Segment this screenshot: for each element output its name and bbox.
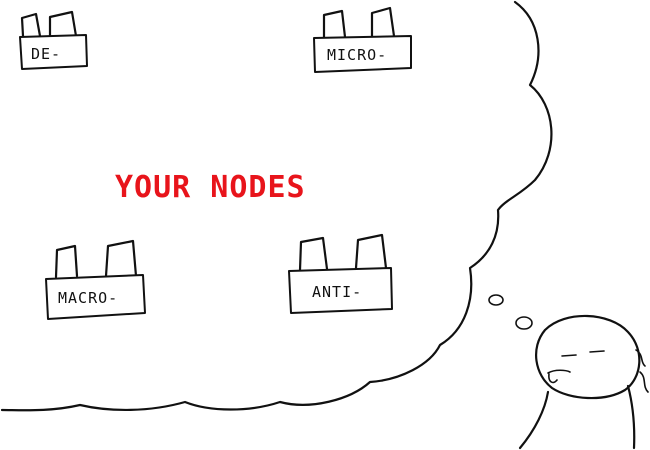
thought-bubble-medium	[515, 316, 533, 330]
node-micro[interactable]: MICRO-	[313, 6, 412, 73]
node-label-box	[288, 267, 393, 314]
node-label-box	[19, 34, 88, 70]
stick-figure	[518, 314, 649, 450]
factory-icon	[20, 10, 78, 38]
node-label: ANTI-	[312, 283, 362, 301]
factory-icon	[54, 239, 138, 279]
node-macro[interactable]: MACRO-	[45, 239, 146, 320]
factory-icon	[322, 6, 396, 40]
stick-figure-head-icon	[535, 314, 641, 400]
node-label: DE-	[31, 45, 61, 63]
node-label: MACRO-	[58, 289, 118, 307]
factory-icon	[298, 233, 388, 272]
title: YOUR NODES	[115, 170, 306, 205]
thought-bubble-small	[488, 294, 504, 306]
node-label-box	[313, 35, 412, 73]
thought-cloud	[0, 0, 553, 412]
node-anti[interactable]: ANTI-	[288, 233, 393, 314]
node-label: MICRO-	[327, 46, 387, 64]
node-de[interactable]: DE-	[19, 10, 88, 70]
node-label-box	[45, 274, 146, 320]
